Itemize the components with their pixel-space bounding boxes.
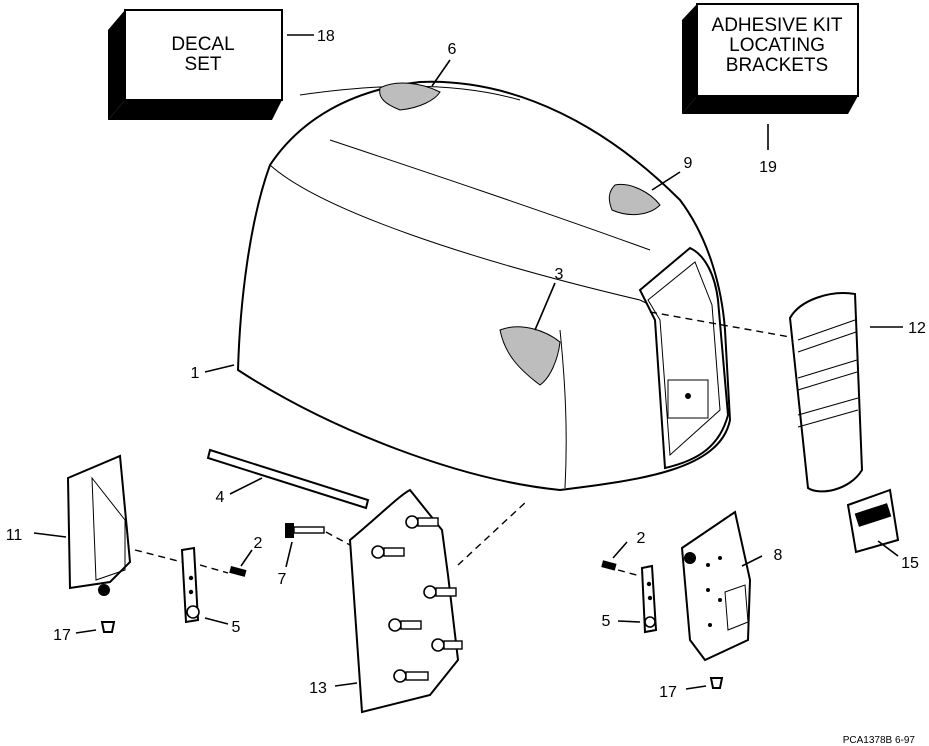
fastener-17-left — [75, 621, 116, 634]
engine-cowl — [204, 59, 732, 492]
callout-6: 6 — [448, 41, 457, 58]
callout-5-left: 5 — [232, 619, 241, 636]
adhesive-kit-box: ADHESIVE KIT LOCATING BRACKETS 19 — [682, 3, 859, 176]
rear-vent-grille — [649, 292, 903, 493]
decal-3-patch — [499, 326, 561, 386]
left-bracket — [33, 454, 183, 596]
callout-19: 19 — [759, 159, 777, 176]
callout-13: 13 — [309, 680, 327, 697]
callout-9: 9 — [684, 155, 693, 172]
adhesive-kit-line1: ADHESIVE KIT — [712, 15, 843, 36]
callout-17-left: 17 — [53, 627, 71, 644]
callout-2-right: 2 — [637, 530, 646, 547]
callout-4: 4 — [216, 489, 225, 506]
latch-plate-left — [180, 546, 253, 625]
adhesive-kit-line3: BRACKETS — [726, 55, 828, 76]
side-panel — [334, 488, 529, 714]
latch-8 — [680, 510, 763, 662]
callout-7: 7 — [278, 571, 287, 588]
decal-set-line2: SET — [185, 54, 222, 75]
decal-set-box: DECAL SET 18 — [108, 9, 335, 120]
callout-12: 12 — [908, 320, 926, 337]
reference-code: PCA1378B 6-97 — [843, 735, 916, 746]
decal-9-patch — [608, 183, 661, 216]
latch-plate-right — [601, 541, 658, 634]
callout-15: 15 — [901, 555, 919, 572]
callout-5-right: 5 — [602, 613, 611, 630]
seal-strip — [206, 448, 370, 510]
decal-set-line1: DECAL — [171, 34, 234, 55]
fastener-17-right — [685, 677, 724, 690]
callout-18: 18 — [317, 28, 335, 45]
callout-3: 3 — [555, 266, 564, 283]
callout-11: 11 — [6, 527, 23, 544]
callout-17-right: 17 — [659, 684, 677, 701]
callout-8: 8 — [774, 547, 783, 564]
callout-2-left: 2 — [254, 535, 263, 552]
adhesive-kit-line2: LOCATING — [729, 35, 825, 56]
decal-6-patch — [379, 82, 441, 111]
bolt-7 — [285, 523, 351, 568]
callout-1: 1 — [191, 365, 200, 382]
decal-15 — [846, 488, 900, 557]
